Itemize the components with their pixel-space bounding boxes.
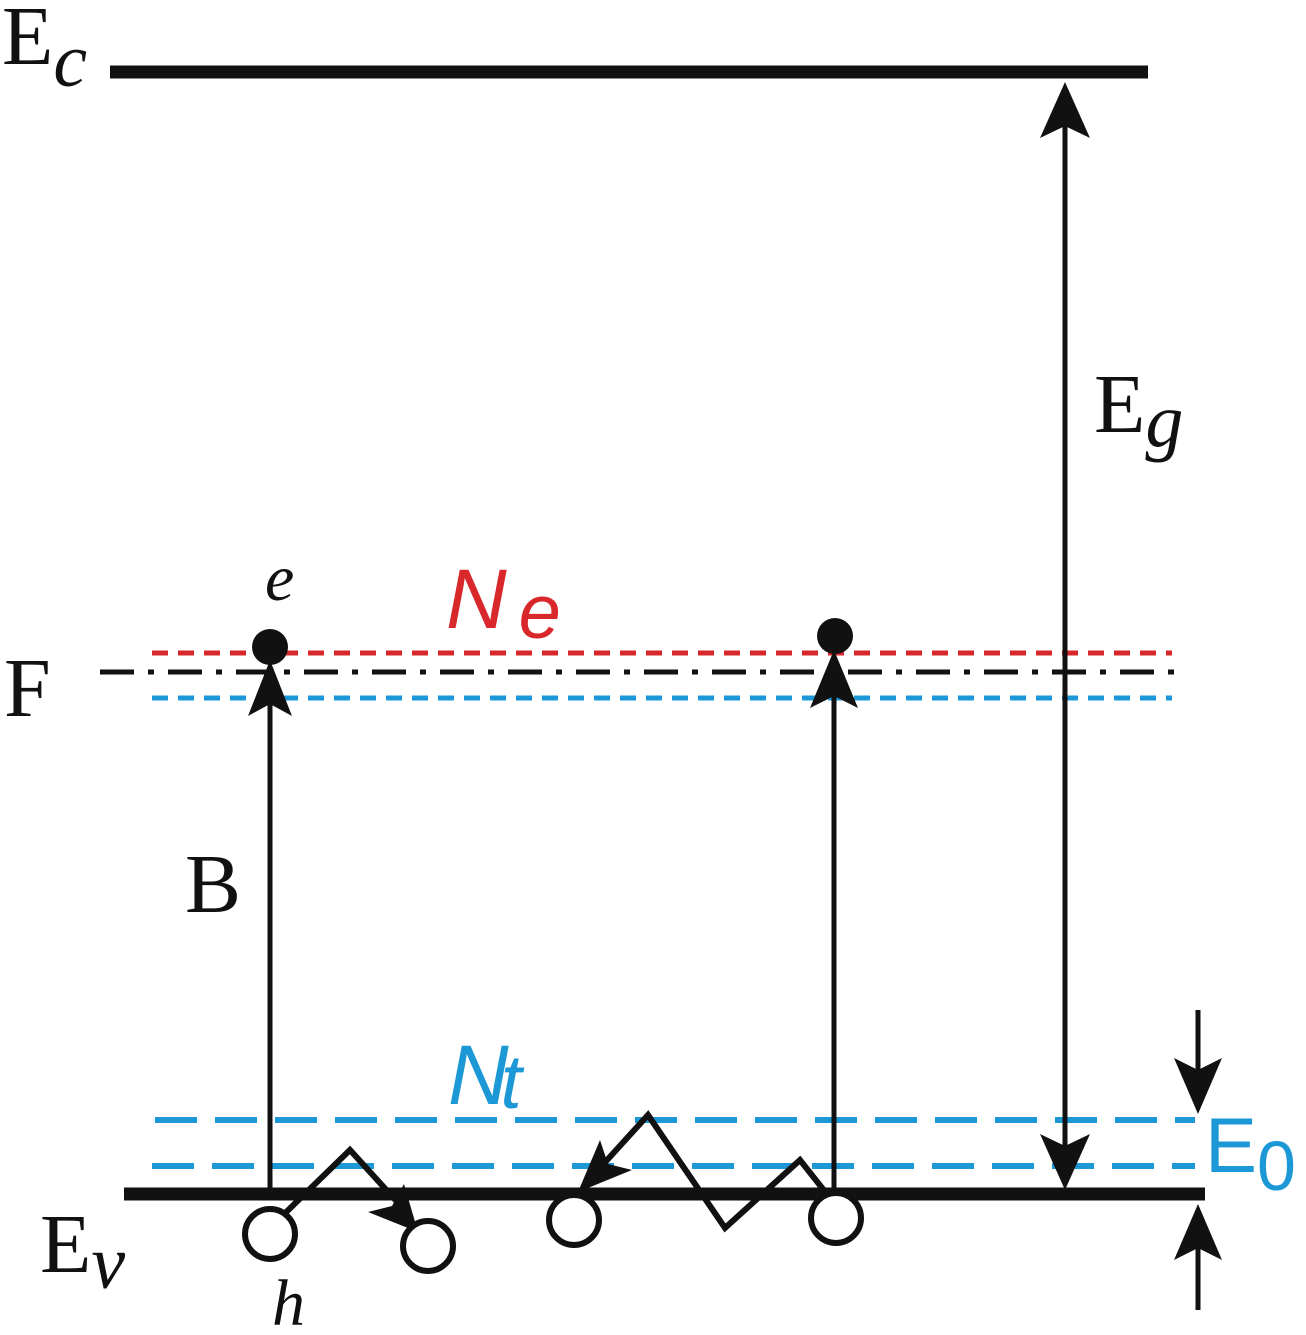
ec-label: Ec bbox=[2, 0, 87, 103]
electron-dot-right bbox=[817, 618, 853, 654]
band-gap-arrow-head-bottom bbox=[1040, 1134, 1090, 1190]
hole-circle-1 bbox=[242, 1206, 298, 1262]
transition-arrow-right-head bbox=[810, 650, 858, 708]
eg-label: Eg bbox=[1094, 358, 1183, 463]
e0-marker-bottom-head bbox=[1174, 1204, 1222, 1260]
hole-label: h bbox=[272, 1267, 305, 1335]
electron-dot-left bbox=[252, 629, 288, 665]
e0-label: E0 bbox=[1205, 1101, 1296, 1205]
hole-circle-3 bbox=[546, 1192, 602, 1248]
fermi-label: F bbox=[4, 642, 51, 735]
hole-circle-2 bbox=[400, 1218, 456, 1274]
transition-b-label: B bbox=[185, 838, 241, 931]
band-gap-arrow-head-top bbox=[1040, 82, 1090, 138]
e0-marker-top-head bbox=[1174, 1058, 1222, 1114]
ev-label: Ev bbox=[40, 1198, 125, 1305]
nt-label: Nt bbox=[448, 1028, 525, 1125]
hole-path-left bbox=[275, 1145, 403, 1223]
electron-label: e bbox=[265, 542, 294, 615]
transition-arrow-left-head bbox=[248, 660, 292, 716]
hole-path-right-arrowhead bbox=[578, 1140, 632, 1192]
hole-path-right bbox=[595, 1110, 833, 1233]
hole-path-left-arrowhead bbox=[368, 1184, 418, 1232]
hole-circle-4 bbox=[808, 1190, 864, 1246]
